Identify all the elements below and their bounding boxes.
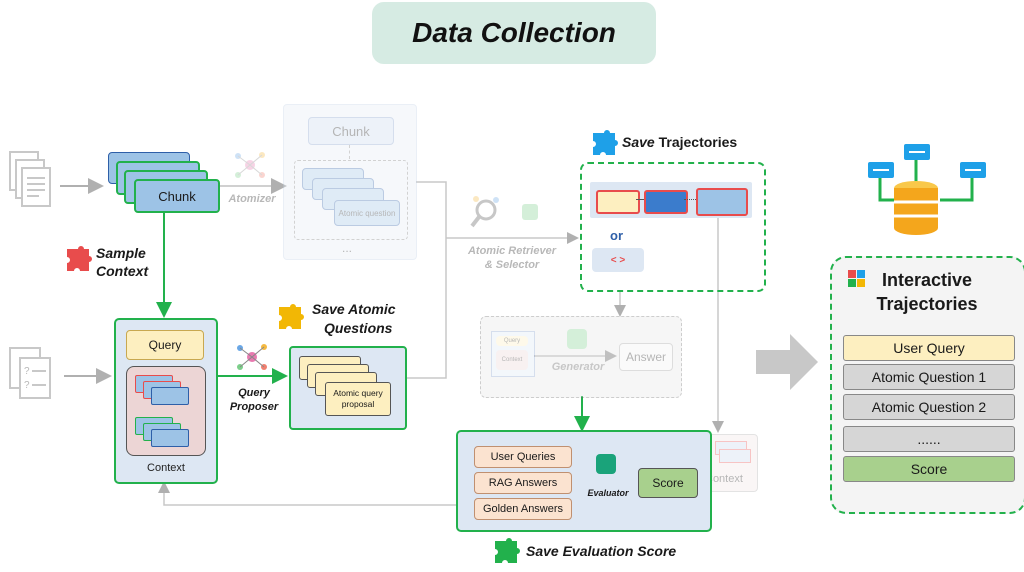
evaluation-panel: User Queries RAG Answers Golden Answers … — [456, 430, 712, 532]
retriever-line2: & Selector — [484, 259, 540, 271]
interactive-title: Interactive Trajectories — [862, 268, 992, 316]
save-traj-suffix: Trajectories — [658, 134, 738, 150]
svg-text:?: ? — [24, 380, 30, 391]
interactive-title-line2: Trajectories — [876, 294, 978, 314]
retriever-icons — [470, 196, 540, 230]
save-trajectories-label: Save Trajectories — [622, 134, 737, 150]
atomizer-label: Atomizer — [228, 193, 276, 205]
retriever-label: Atomic Retriever & Selector — [462, 244, 562, 272]
interactive-title-line1: Interactive — [881, 270, 973, 290]
gen-mini-query: Query — [496, 336, 528, 346]
sample-context-label: Sample Context — [96, 244, 148, 280]
evaluator-label: Evaluator — [587, 488, 629, 498]
output-arrow — [756, 334, 818, 390]
chunk-stack: Chunk — [108, 152, 220, 216]
proposer-line2: Proposer — [229, 401, 279, 413]
atomizer-chunk: Chunk — [308, 117, 394, 145]
database-icon — [864, 140, 994, 250]
atomizer-atomic: Atomic question — [334, 200, 400, 226]
proposal-line2: proposal — [341, 399, 375, 409]
retriever-line1: Atomic Retriever — [467, 245, 557, 257]
generator-label: Generator — [551, 361, 605, 373]
context-inner — [126, 366, 206, 456]
page-title: Data Collection — [372, 2, 656, 64]
eval-input-1: RAG Answers — [474, 472, 572, 494]
save-eval-label: Save Evaluation Score — [526, 543, 677, 559]
atomizer-ellipsis: ... — [342, 241, 353, 255]
feedback-arrow — [158, 481, 456, 506]
eval-input-2: Golden Answers — [474, 498, 572, 520]
row-score: Score — [843, 456, 1015, 482]
documents-icon — [8, 150, 54, 210]
generator-gpt-icon — [567, 329, 587, 349]
sample-line1: Sample — [96, 245, 146, 261]
generator-panel: Query Context Generator Answer — [480, 316, 682, 398]
questions-doc-icon: ? ? — [8, 346, 58, 402]
answer-box: Answer — [619, 343, 673, 371]
atomizer-icon — [232, 150, 268, 180]
save-atomic-line2: Questions — [324, 320, 393, 336]
atomic-proposals-panel: Atomic query proposal — [289, 346, 407, 430]
row-user-query: User Query — [843, 335, 1015, 361]
code-tag-icon: < > — [592, 248, 644, 272]
yellow-puzzle-icon — [276, 304, 304, 332]
score-box: Score — [638, 468, 698, 498]
chunk-label: Chunk — [134, 179, 220, 213]
or-label: or — [610, 228, 623, 243]
context-panel: Query Context — [114, 318, 218, 484]
save-atomic-line1: Save Atomic — [312, 301, 396, 317]
ghost-context-label: Context — [705, 473, 743, 485]
context-label: Context — [147, 462, 185, 474]
query-proposer-icon — [234, 342, 270, 372]
save-traj-prefix: Save — [622, 134, 655, 150]
row-atomic-question-1: Atomic Question 1 — [843, 364, 1015, 390]
trajectories-panel: or < > — [580, 162, 766, 292]
svg-text:?: ? — [24, 366, 30, 377]
proposer-line1: Query — [238, 387, 270, 399]
evaluator-gpt-icon — [596, 454, 616, 474]
atomic-proposal-card: Atomic query proposal — [325, 382, 391, 416]
red-puzzle-icon — [64, 246, 92, 274]
eval-input-0: User Queries — [474, 446, 572, 468]
merge-line — [405, 181, 447, 379]
atomizer-panel: Chunk Atomic question ... — [283, 104, 417, 260]
multicolor-puzzle-icon — [846, 268, 868, 290]
row-atomic-question-2: Atomic Question 2 — [843, 394, 1015, 420]
green-puzzle-icon — [492, 538, 520, 566]
proposal-line1: Atomic query — [333, 388, 383, 398]
row-ellipsis: ...... — [843, 426, 1015, 452]
sample-line2: Context — [96, 263, 149, 279]
query-box: Query — [126, 330, 204, 360]
gen-mini-context: Context — [496, 350, 528, 370]
blue-puzzle-icon — [590, 130, 618, 158]
query-proposer-label: Query Proposer — [222, 386, 286, 414]
save-atomic-label: Save Atomic Questions — [312, 300, 396, 338]
